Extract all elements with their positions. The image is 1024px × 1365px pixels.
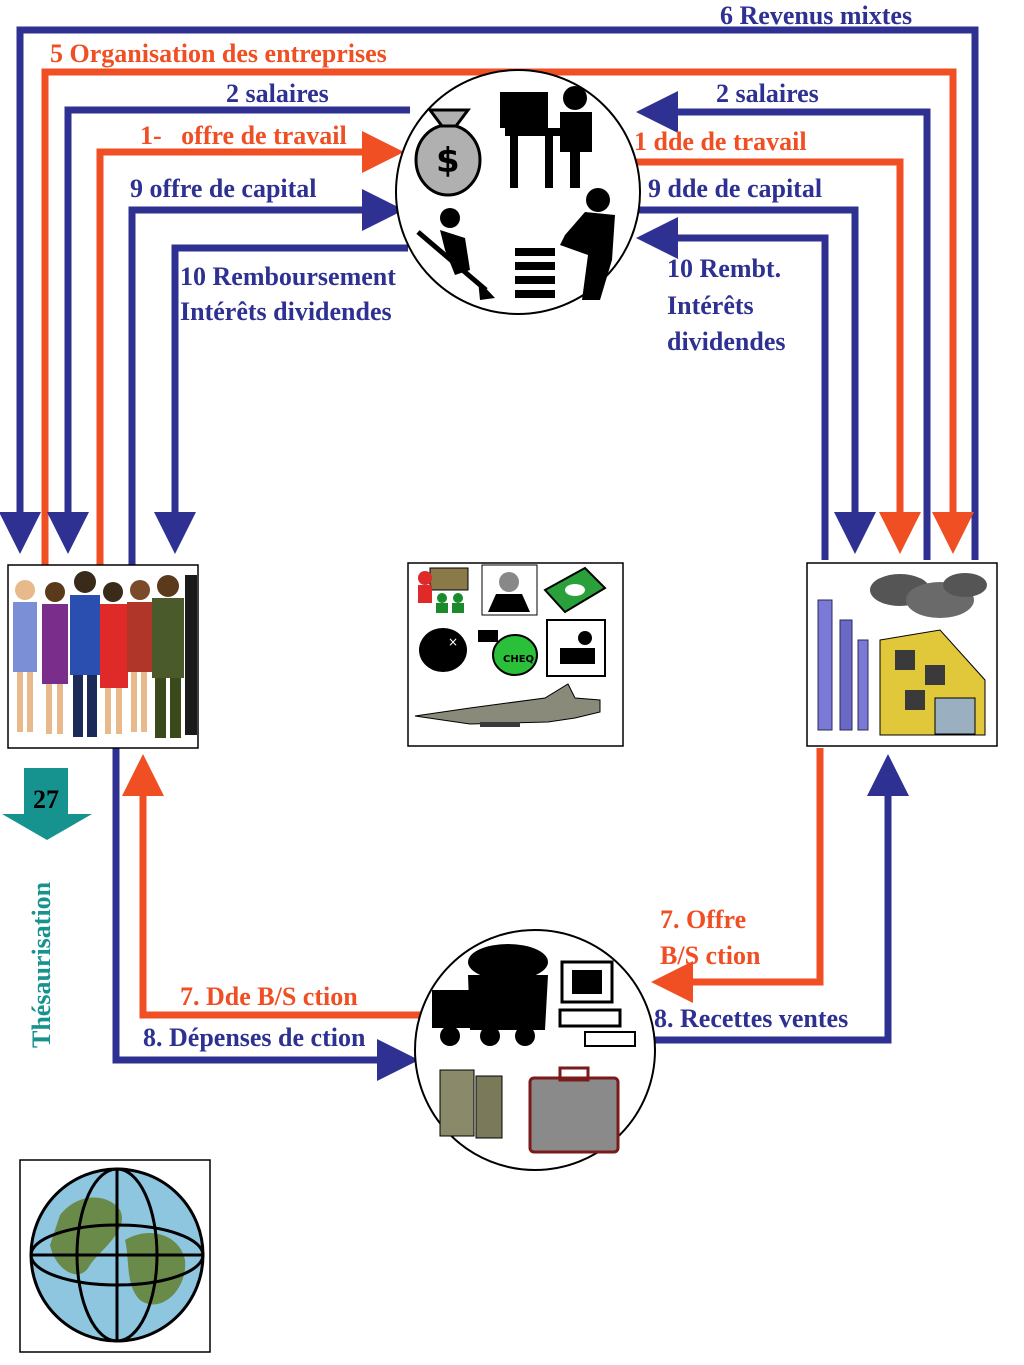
label-recettes: 8. Recettes ventes — [654, 1004, 848, 1033]
flow-salaires-right — [636, 91, 931, 560]
label-rembt-2: Intérêts — [667, 291, 754, 320]
label-offre-bs-1: 7. Offre — [660, 905, 746, 934]
judge-icon — [481, 564, 538, 616]
svg-text:$: $ — [436, 141, 460, 181]
police-icon — [546, 619, 606, 677]
bag-icon: × — [419, 628, 467, 672]
bricklayer-icon — [515, 188, 615, 300]
households-node — [7, 564, 199, 749]
label-rembt-3: dividendes — [667, 327, 786, 356]
barrels-icon — [439, 1069, 503, 1139]
flow-recettes — [652, 754, 909, 1044]
fighter-jet-icon — [414, 683, 601, 727]
goods-market-node — [414, 929, 656, 1171]
flow-dde-capital — [634, 206, 876, 554]
cheque-text: CHEQ — [503, 654, 534, 665]
label-salaires-right: 2 salaires — [716, 79, 819, 108]
label-remboursement-1: 10 Remboursement — [180, 262, 396, 291]
label-salaires-left: 2 salaires — [226, 79, 329, 108]
label-remboursement-2: Intérêts dividendes — [180, 297, 392, 326]
flow-dde-bs — [122, 754, 425, 1019]
label-offre-capital: 9 offre de capital — [130, 174, 317, 203]
office-worker-icon — [500, 86, 592, 188]
label-rembt-1: 10 Rembt. — [667, 254, 781, 283]
factors-market-node: $ — [395, 69, 641, 315]
firms-node — [806, 562, 998, 747]
page-number: 27 — [33, 785, 59, 814]
money-bag-icon: $ — [414, 108, 482, 197]
flow-rembt — [636, 217, 829, 560]
banknote-icon — [543, 566, 607, 614]
flow-offre-capital — [128, 189, 404, 565]
thesaurisation-label: Thésaurisation — [27, 881, 56, 1048]
thesaurisation-arrow — [2, 768, 92, 840]
truck-icon — [432, 944, 548, 1046]
teacher-icon — [418, 567, 469, 613]
label-organisation: 5 Organisation des entreprises — [50, 39, 387, 68]
world-node — [19, 1159, 211, 1353]
flow-offre-travail — [96, 131, 404, 565]
flow-revenus-mixtes — [0, 26, 979, 560]
flow-offre-bs — [651, 748, 824, 1003]
label-offre-travail: 1- offre de travail — [140, 121, 347, 150]
svg-text:×: × — [448, 635, 458, 649]
flow-salaires-left — [47, 106, 410, 554]
label-dde-capital: 9 dde de capital — [648, 174, 822, 203]
label-depenses: 8. Dépenses de ction — [143, 1023, 366, 1052]
computer-icon — [558, 960, 636, 1047]
briefcase-icon — [528, 1066, 620, 1154]
label-revenus-mixtes: 6 Revenus mixtes — [720, 1, 912, 30]
label-dde-travail: 1 dde de travail — [634, 127, 807, 156]
factory-icon — [817, 573, 987, 736]
label-offre-bs-2: B/S ction — [660, 941, 761, 970]
people-group-icon — [13, 571, 197, 738]
digger-worker-icon — [416, 208, 495, 300]
cheque-hand-icon: CHEQ — [478, 630, 538, 676]
flow-dde-travail — [632, 158, 921, 554]
label-dde-bs: 7. Dde B/S ction — [180, 982, 358, 1011]
globe-icon — [29, 1167, 205, 1343]
state-node: × CHEQ — [407, 562, 624, 747]
flow-depenses — [112, 748, 419, 1081]
flow-remboursement — [154, 244, 408, 554]
